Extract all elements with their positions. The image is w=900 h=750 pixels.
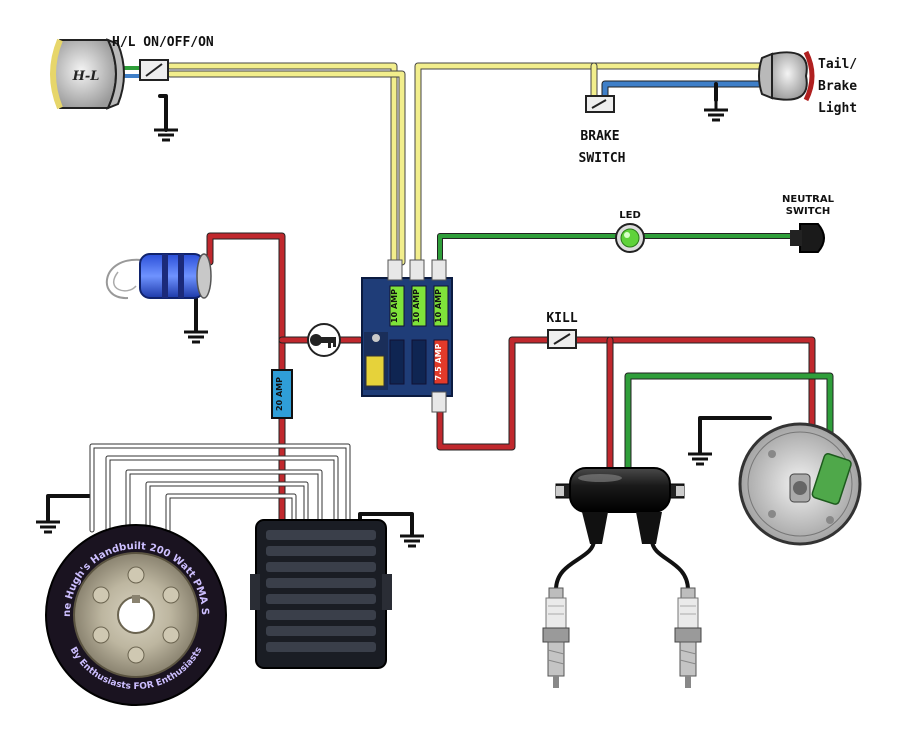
main-fuse-label: 20 AMP (275, 377, 284, 411)
points-plate (738, 422, 862, 546)
spark-plug-icon (674, 587, 702, 688)
headlight: H-L (50, 38, 125, 110)
headlight-switch-label: H/L ON/OFF/ON (112, 35, 214, 50)
spark-plug-left (542, 587, 570, 688)
fuse-box: 10 AMP 10 AMP 10 AMP 7.5 AMP (361, 259, 453, 413)
headlight-switch (139, 59, 169, 81)
neutral-switch-label-2: SWITCH (786, 206, 830, 217)
ground-icon (154, 128, 178, 142)
fuse-2-label: 10 AMP (412, 289, 421, 323)
main-fuse: 20 AMP (271, 369, 293, 419)
ground-icon (400, 534, 424, 548)
fuse-3-label: 10 AMP (434, 289, 443, 323)
neutral-switch-label-1: NEUTRAL (782, 194, 835, 205)
fuse-4-label: 7.5 AMP (434, 343, 443, 380)
brake-switch (585, 95, 615, 113)
tail-light-label-3: Light (818, 101, 857, 116)
key-switch (307, 323, 341, 357)
tail-light-label-2: Brake (818, 79, 857, 94)
ground-icon (184, 330, 208, 344)
ground-icon (704, 100, 728, 122)
ignition-coil (555, 467, 685, 544)
ground-icon (688, 452, 712, 466)
battery-coil (105, 253, 212, 300)
brake-switch-label-2: SWITCH (579, 151, 626, 166)
tail-light (758, 50, 815, 102)
spark-plug-icon (542, 587, 570, 688)
brake-switch-label-1: BRAKE (580, 129, 619, 144)
tail-light-label-1: Tail/ (818, 57, 857, 72)
kill-label: KILL (546, 311, 577, 326)
key-icon (310, 334, 336, 348)
regulator-rectifier (250, 519, 392, 669)
wires (46, 62, 834, 592)
neutral-switch (790, 223, 825, 253)
led-label: LED (619, 210, 641, 221)
fuse-1-label: 10 AMP (390, 289, 399, 323)
headlight-face-label: H-L (72, 69, 100, 84)
spark-plug-right (674, 587, 702, 688)
led-indicator (615, 223, 645, 253)
kill-switch (547, 329, 577, 349)
ground-icon (36, 520, 60, 534)
